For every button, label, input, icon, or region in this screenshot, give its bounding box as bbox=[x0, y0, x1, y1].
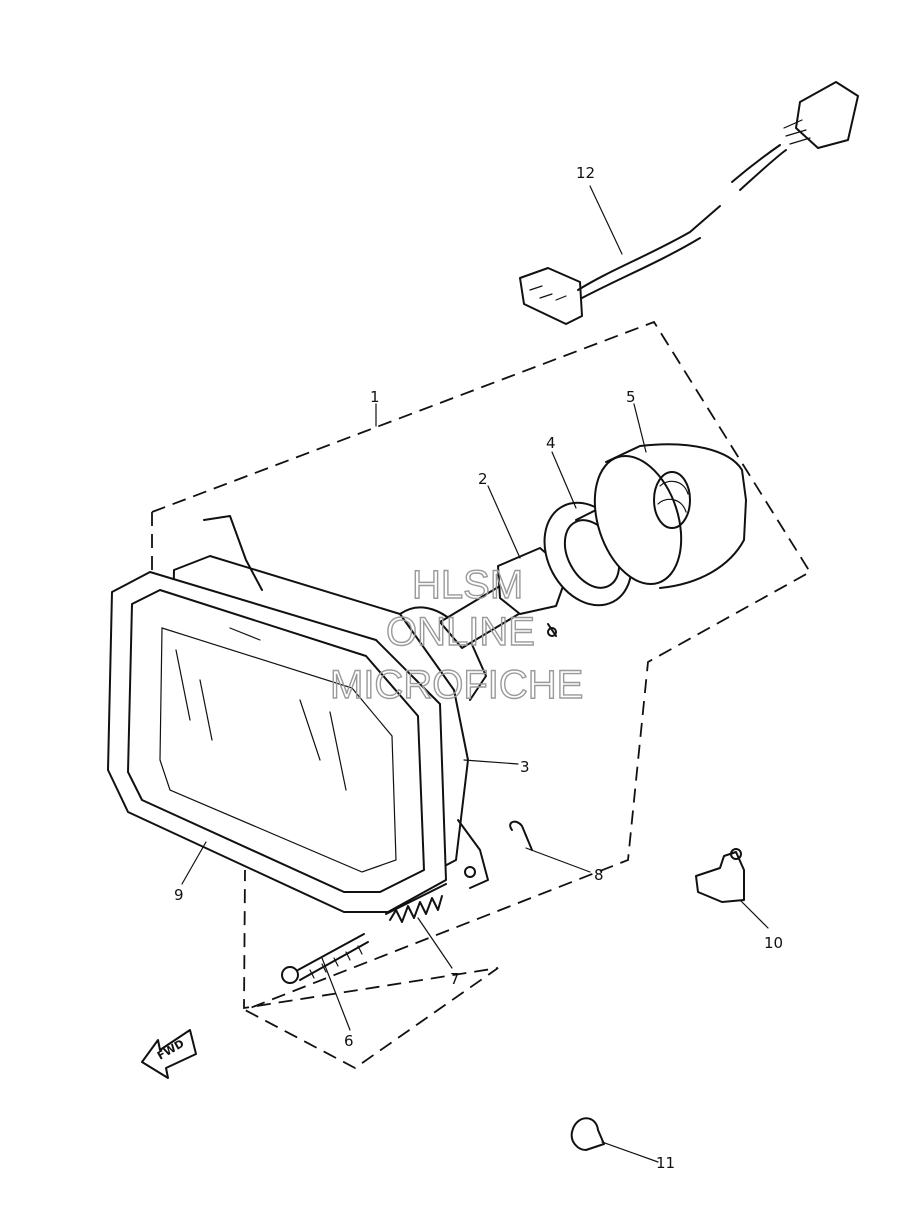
callout-9: 9 bbox=[174, 886, 184, 904]
clip-part bbox=[509, 820, 533, 851]
callout-10: 10 bbox=[764, 934, 783, 952]
callout-6: 6 bbox=[344, 1032, 354, 1050]
callout-5: 5 bbox=[626, 388, 636, 406]
clamp-part bbox=[695, 848, 745, 903]
watermark-line1: HLSM bbox=[412, 563, 523, 607]
callout-12: 12 bbox=[576, 164, 595, 182]
bolt-part bbox=[281, 933, 369, 984]
spring-part bbox=[385, 883, 447, 923]
small-clamp-part bbox=[570, 1117, 605, 1151]
wire-harness-part bbox=[519, 81, 859, 325]
lens-frame-part bbox=[107, 571, 447, 913]
callout-3: 3 bbox=[520, 758, 530, 776]
callout-7: 7 bbox=[450, 970, 460, 988]
callout-2: 2 bbox=[478, 470, 488, 488]
watermark-line2: ONLINE bbox=[386, 610, 535, 654]
callout-8: 8 bbox=[594, 866, 604, 884]
leader-lines bbox=[181, 185, 769, 1163]
callout-11: 11 bbox=[656, 1154, 675, 1172]
cover-part bbox=[593, 443, 747, 589]
callout-4: 4 bbox=[546, 434, 556, 452]
callout-1: 1 bbox=[370, 388, 380, 406]
watermark-line3: MICROFICHE bbox=[330, 663, 583, 707]
forward-arrow: FWD bbox=[141, 1029, 197, 1079]
